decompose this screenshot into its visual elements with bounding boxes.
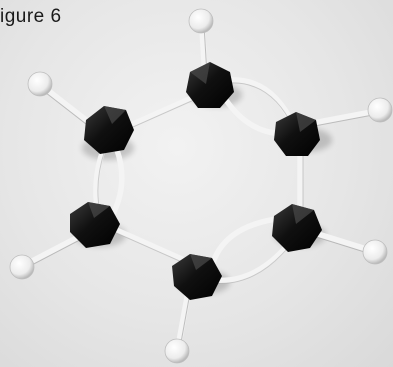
- hydrogen-atom: [9, 254, 35, 280]
- hydrogen-atom: [362, 239, 388, 265]
- ring-bonds: [93, 77, 303, 284]
- hydrogen-atoms: [9, 8, 393, 364]
- carbon-atom: [70, 202, 120, 248]
- carbon-atom: [84, 106, 134, 154]
- carbon-atoms: [70, 62, 322, 300]
- carbon-atom: [172, 254, 222, 300]
- carbon-atom: [272, 204, 322, 252]
- hydrogen-atom: [188, 8, 214, 34]
- hydrogen-atom: [164, 338, 190, 364]
- carbon-atom: [186, 62, 234, 108]
- hydrogen-atom: [367, 97, 393, 123]
- hydrogen-atom: [27, 71, 53, 97]
- carbon-atom: [274, 112, 320, 156]
- figure-label: igure 6: [0, 6, 62, 27]
